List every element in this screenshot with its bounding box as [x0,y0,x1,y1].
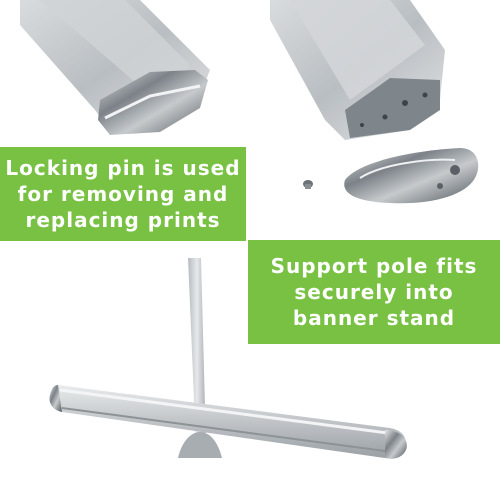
callout-line: Support pole fits [270,254,478,278]
locking-pin-callout: Locking pin is used for removing and rep… [0,147,246,241]
callout-line: Locking pin is used [5,156,241,180]
cassette-top-left-icon [20,0,210,135]
chrome-end-cap-icon [344,148,479,204]
locking-pin-icon [303,180,313,189]
callout-line: for removing and [17,182,229,206]
callout-line: replacing prints [25,208,221,232]
callout-line: securely into [294,280,454,304]
support-pole-icon [178,258,222,458]
callout-line: banner stand [292,306,456,330]
support-pole-callout: Support pole fits securely into banner s… [248,240,500,344]
banner-stand-base-icon [49,385,407,459]
cassette-top-right-icon [270,0,445,140]
